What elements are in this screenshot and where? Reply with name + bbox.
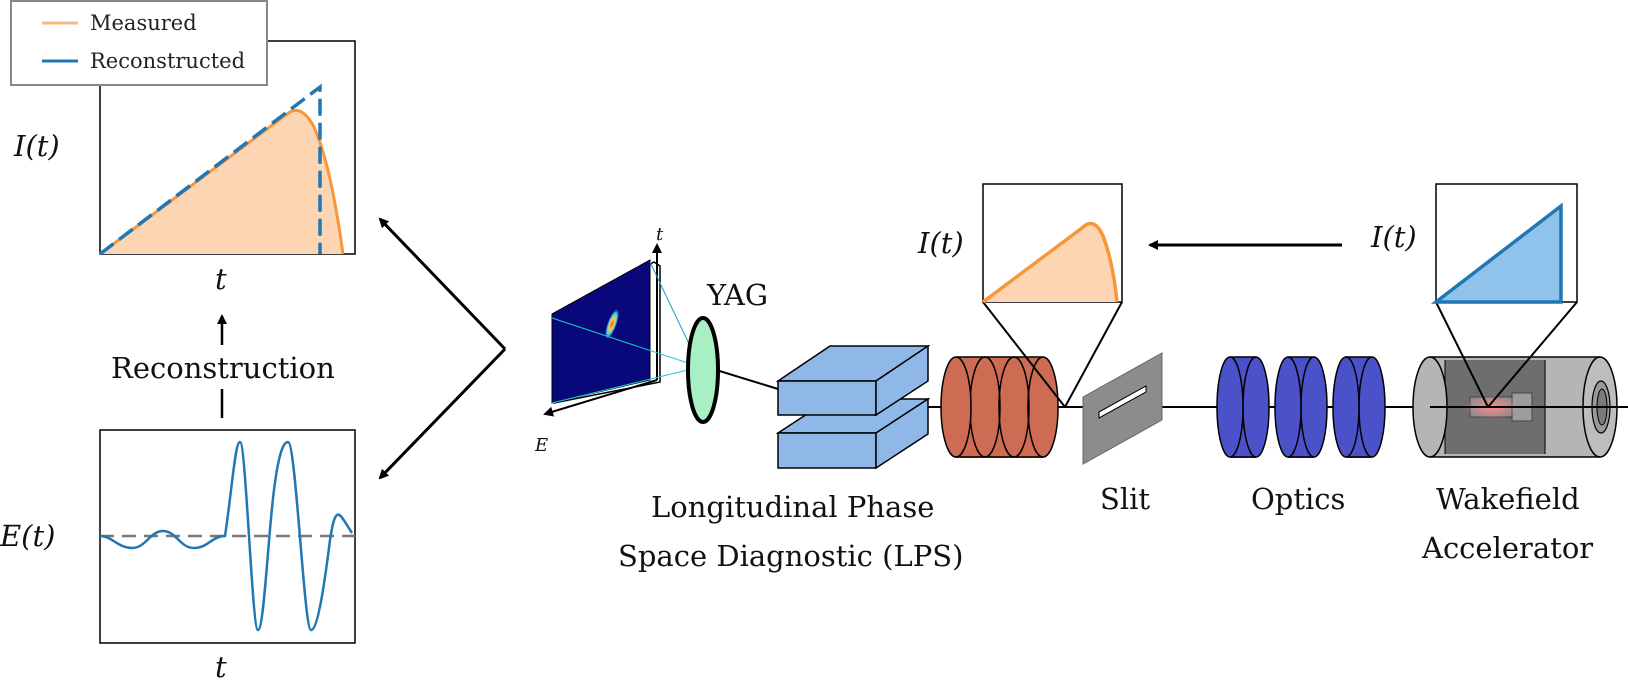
accelerator-label-line2: Accelerator [1421, 531, 1593, 565]
yag-label: YAG [706, 278, 768, 312]
inset-slit-ylabel: I(t) [917, 226, 964, 260]
screen-e-axis [543, 379, 658, 417]
optics-quad-2 [1274, 356, 1328, 458]
red-magnet-back [1027, 356, 1059, 458]
lps-label-line2: Space Diagnostic (LPS) [618, 539, 963, 573]
current-plot-xlabel: t [215, 262, 227, 296]
wakefield-plot-ylabel: E(t) [0, 519, 55, 553]
inset-accel-ray-right [1487, 301, 1578, 408]
inset-accelerator: I(t) [1370, 183, 1578, 408]
lps-upper-side [875, 344, 929, 417]
screen-e-label: E [534, 435, 548, 456]
optics-quad-1 [1216, 356, 1270, 458]
current-plot-ylabel: I(t) [13, 129, 60, 163]
wakefield-accelerator [1412, 356, 1628, 458]
arrow-to-current-plot [378, 217, 507, 351]
optics [1216, 356, 1386, 458]
lps-screen: t E [534, 224, 701, 456]
projection-ray-bottom [551, 366, 701, 404]
legend: Measured Reconstructed [10, 0, 268, 86]
inset-accel-fill [1430, 202, 1563, 304]
yag-crystal [686, 316, 720, 424]
reconstructed-curve [98, 83, 322, 256]
wakefield-curve [99, 440, 354, 632]
screen-face [551, 259, 651, 404]
red-magnet [940, 356, 1059, 458]
legend-box [10, 0, 268, 86]
inset-slit-ray-left [982, 301, 1066, 408]
beam-spot [604, 307, 620, 341]
wakefield-plot-xlabel: t [215, 650, 227, 684]
red-magnet-front [940, 356, 972, 458]
lps-label-line1: Longitudinal Phase [651, 490, 934, 524]
output-arrows [378, 217, 507, 480]
inset-accel-ylabel: I(t) [1370, 220, 1417, 254]
inset-after-slit: I(t) [917, 183, 1123, 408]
lps-upper-front [777, 380, 877, 416]
inset-slit-curve [981, 221, 1119, 304]
optics-quad-3 [1332, 356, 1386, 458]
lps-lower-side [875, 397, 929, 470]
arrow-to-wakefield-plot [378, 347, 507, 480]
measured-area-fill [100, 110, 343, 254]
lps-lower-front [777, 432, 877, 469]
measured-curve [99, 108, 345, 256]
inset-accel-ray-left [1435, 301, 1489, 408]
inset-slit-ray-right [1064, 301, 1123, 408]
reconstruction-label: Reconstruction [111, 351, 335, 385]
wakefield-plot: E(t) t [0, 429, 356, 684]
lps-blocks [775, 344, 931, 470]
optics-label: Optics [1251, 482, 1345, 516]
legend-measured-label: Measured [90, 11, 197, 35]
slit [1082, 352, 1163, 465]
slit-label: Slit [1100, 482, 1150, 516]
slit-plate [1082, 352, 1163, 465]
legend-reconstructed-label: Reconstructed [90, 49, 245, 73]
wakefield-plot-frame [99, 429, 356, 644]
accelerator-label-line1: Wakefield [1436, 482, 1580, 516]
screen-t-label: t [656, 224, 664, 245]
slit-opening [1098, 385, 1147, 419]
inset-slit-fill [983, 223, 1117, 302]
projection-ray-mid [551, 317, 701, 368]
